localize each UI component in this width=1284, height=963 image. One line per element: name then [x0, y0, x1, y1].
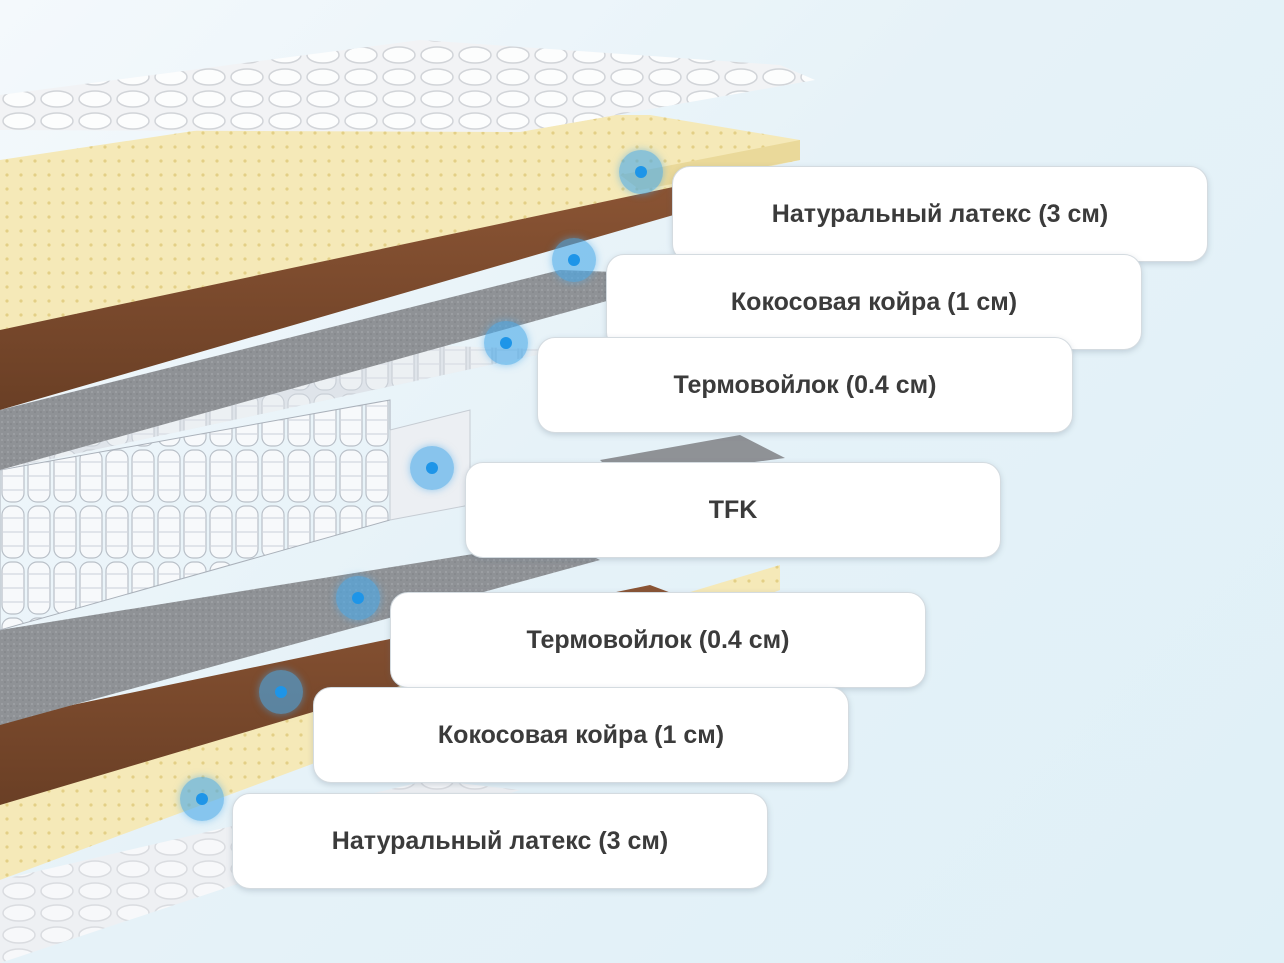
bottom-felt-layer: [0, 540, 600, 725]
layer-5-label: Термовойлок (0.4 см): [390, 592, 926, 688]
layer-5-marker[interactable]: [336, 576, 380, 620]
layer-3-label: Термовойлок (0.4 см): [537, 337, 1073, 433]
layer-4-marker[interactable]: [410, 446, 454, 490]
top-latex-layer: [0, 115, 800, 330]
layer-1-label: Натуральный латекс (3 см): [672, 166, 1208, 262]
layer-6-marker[interactable]: [259, 670, 303, 714]
layer-6-label: Кокосовая койра (1 см): [313, 687, 849, 783]
layer-7-marker[interactable]: [180, 777, 224, 821]
top-felt-layer: [0, 270, 700, 470]
layer-3-marker[interactable]: [484, 321, 528, 365]
layer-4-label: TFK: [465, 462, 1001, 558]
layer-2-marker[interactable]: [552, 238, 596, 282]
layer-1-marker[interactable]: [619, 150, 663, 194]
layer-2-label: Кокосовая койра (1 см): [606, 254, 1142, 350]
layer-7-label: Натуральный латекс (3 см): [232, 793, 768, 889]
top-cover: [0, 40, 815, 132]
